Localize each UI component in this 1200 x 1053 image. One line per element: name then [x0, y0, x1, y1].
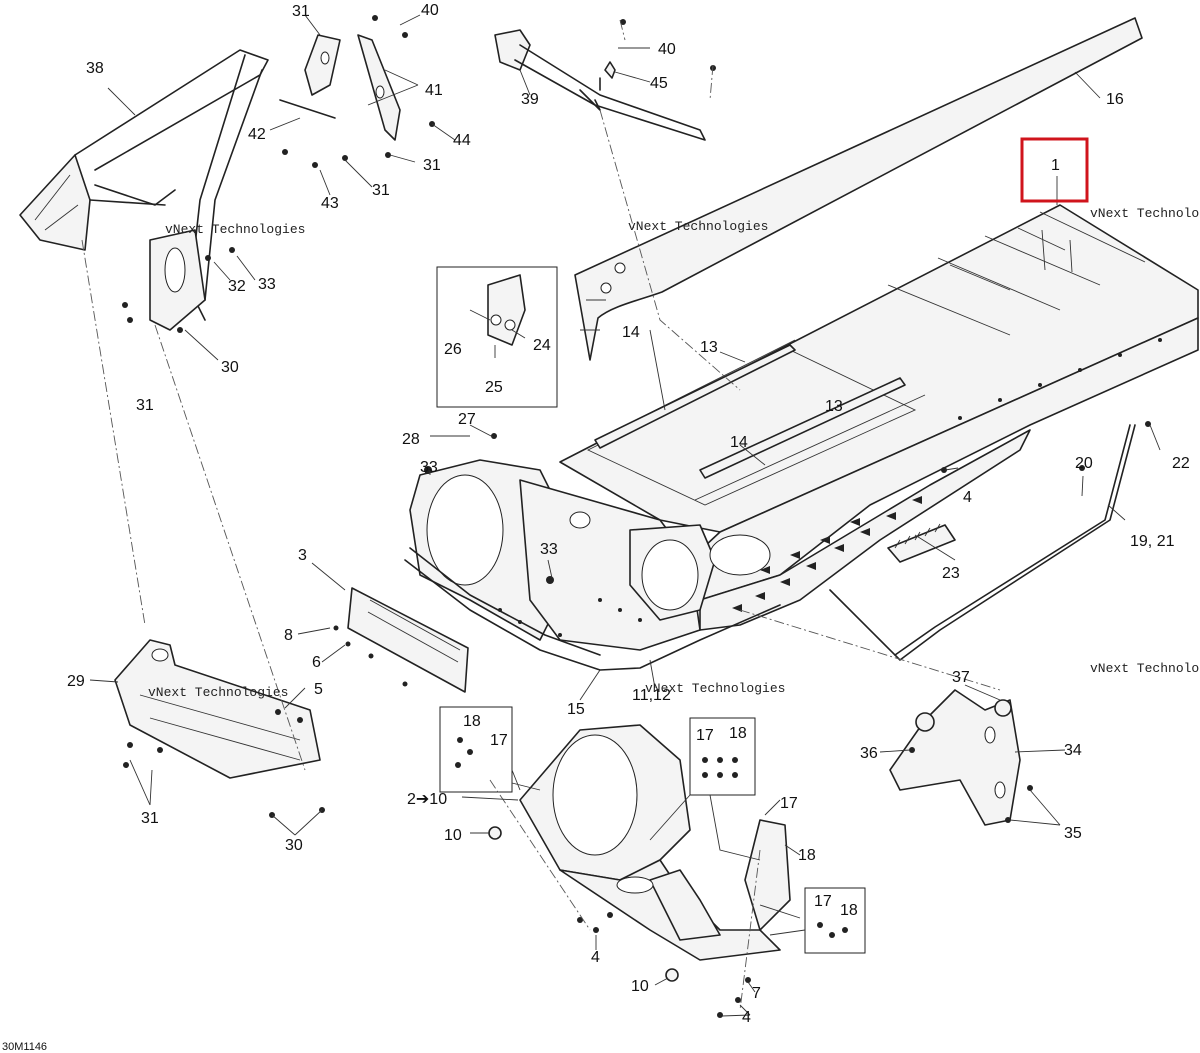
- callout-25[interactable]: 25: [485, 379, 503, 396]
- part-38-steering-support: [19, 49, 269, 331]
- callout-13b[interactable]: 13: [825, 398, 843, 415]
- callout-20[interactable]: 20: [1075, 455, 1093, 472]
- part-10-bulkhead: [488, 724, 791, 982]
- callout-18c[interactable]: 18: [798, 847, 816, 864]
- callout-42[interactable]: 42: [248, 126, 266, 143]
- inset-box-17-18-right: [804, 887, 866, 954]
- callout-32[interactable]: 32: [228, 278, 246, 295]
- callout-5[interactable]: 5: [314, 681, 323, 698]
- callout-37[interactable]: 37: [952, 669, 970, 686]
- svg-text:vNext Technologies: vNext Technologies: [1090, 661, 1200, 676]
- callout-17c[interactable]: 17: [780, 795, 798, 812]
- callout-6[interactable]: 6: [312, 654, 321, 671]
- callout-31a[interactable]: 31: [292, 3, 310, 20]
- part-41-brackets: [279, 34, 401, 141]
- watermarks: vNext Technologies vNext Technologies vN…: [148, 206, 1200, 700]
- part-1-chassis: [404, 204, 1199, 671]
- leader-lines: [89, 14, 1161, 1017]
- part-34-rear-bracket: [889, 689, 1021, 826]
- callout-22[interactable]: 22: [1172, 455, 1190, 472]
- callout-labels: 1 16 38 31 40 41 42 44 31 31 43 40 45 39…: [67, 2, 1190, 1026]
- callout-30b[interactable]: 30: [285, 837, 303, 854]
- callout-36[interactable]: 36: [860, 745, 878, 762]
- inset-box-17-18-left: [439, 706, 513, 793]
- callout-28[interactable]: 28: [402, 431, 420, 448]
- callout-31d[interactable]: 31: [136, 397, 154, 414]
- diagram-id: 30M1146: [2, 1041, 47, 1053]
- callout-39[interactable]: 39: [521, 91, 539, 108]
- callout-18b[interactable]: 18: [729, 725, 747, 742]
- callout-27[interactable]: 27: [458, 411, 476, 428]
- callout-1[interactable]: 1: [1051, 157, 1060, 174]
- callout-19-21[interactable]: 19, 21: [1130, 533, 1175, 550]
- callout-11-12[interactable]: 11,12: [632, 687, 671, 704]
- callout-40a[interactable]: 40: [421, 2, 439, 19]
- callout-4b[interactable]: 4: [591, 949, 600, 966]
- callout-10a[interactable]: 10: [444, 827, 462, 844]
- svg-text:vNext Technologies: vNext Technologies: [148, 685, 288, 700]
- svg-text:vNext Technologies: vNext Technologies: [645, 681, 785, 696]
- callout-38[interactable]: 38: [86, 60, 104, 77]
- callout-18a[interactable]: 18: [463, 713, 481, 730]
- callout-33a[interactable]: 33: [258, 276, 276, 293]
- callout-33c[interactable]: 33: [540, 541, 558, 558]
- callout-34[interactable]: 34: [1064, 742, 1082, 759]
- callout-14b[interactable]: 14: [730, 434, 748, 451]
- callout-23[interactable]: 23: [942, 565, 960, 582]
- callout-26[interactable]: 26: [444, 341, 462, 358]
- callout-10b[interactable]: 10: [631, 978, 649, 995]
- callout-45[interactable]: 45: [650, 75, 668, 92]
- callout-35[interactable]: 35: [1064, 825, 1082, 842]
- part-29-bottom-bracket: [114, 639, 321, 779]
- callout-4c[interactable]: 4: [742, 1009, 751, 1026]
- callout-3[interactable]: 3: [298, 547, 307, 564]
- callout-8[interactable]: 8: [284, 627, 293, 644]
- part-19-21-rear-rod: [829, 424, 1136, 661]
- callout-17b[interactable]: 17: [696, 727, 714, 744]
- callout-44[interactable]: 44: [453, 132, 471, 149]
- callout-15[interactable]: 15: [567, 701, 585, 718]
- callout-7[interactable]: 7: [752, 985, 761, 1002]
- callout-18d[interactable]: 18: [840, 902, 858, 919]
- callout-29[interactable]: 29: [67, 673, 85, 690]
- inset-box-24-25-26: [436, 266, 558, 408]
- callout-30a[interactable]: 30: [221, 359, 239, 376]
- callout-24[interactable]: 24: [533, 337, 551, 354]
- callout-2-to-10[interactable]: 2➔10: [407, 791, 447, 808]
- callout-14a[interactable]: 14: [622, 324, 640, 341]
- callout-4a[interactable]: 4: [963, 489, 972, 506]
- callout-17d[interactable]: 17: [814, 893, 832, 910]
- svg-text:vNext Technologies: vNext Technologies: [1090, 206, 1200, 221]
- callout-31b[interactable]: 31: [423, 157, 441, 174]
- svg-text:vNext Technologies: vNext Technologies: [628, 219, 768, 234]
- part-16-tunnel-cover: [574, 17, 1143, 361]
- part-39-steering-column: [494, 29, 706, 141]
- part-23-step: [887, 523, 956, 563]
- part-3-plate: [347, 587, 469, 693]
- inset-box-17-18-mid: [689, 717, 756, 796]
- callout-31c[interactable]: 31: [372, 182, 390, 199]
- callout-13a[interactable]: 13: [700, 339, 718, 356]
- callout-33b[interactable]: 33: [420, 459, 438, 476]
- callout-16[interactable]: 16: [1106, 91, 1124, 108]
- fasteners: [122, 15, 1151, 1018]
- callout-40b[interactable]: 40: [658, 41, 676, 58]
- callout-41[interactable]: 41: [425, 82, 443, 99]
- svg-text:vNext Technologies: vNext Technologies: [165, 222, 305, 237]
- callout-31e[interactable]: 31: [141, 810, 159, 827]
- callout-43[interactable]: 43: [321, 195, 339, 212]
- highlight-box-part-1: [1020, 137, 1089, 203]
- callout-17a[interactable]: 17: [490, 732, 508, 749]
- assembly-lines: [81, 19, 1001, 1011]
